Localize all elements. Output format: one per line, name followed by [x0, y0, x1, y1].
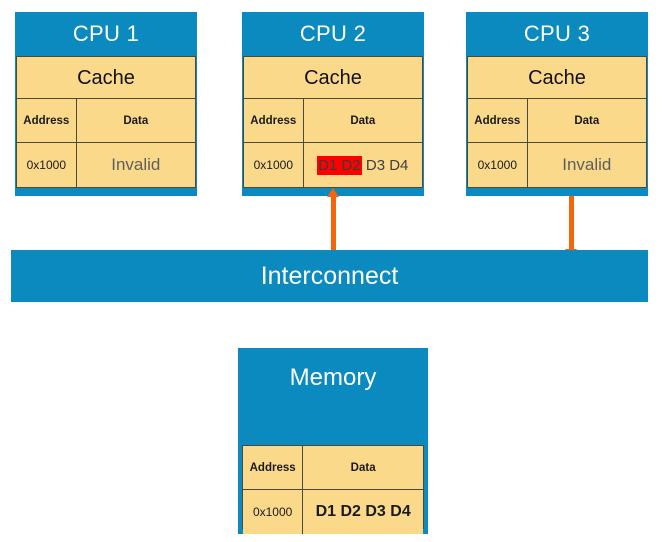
cpu-2-cache-table: Cache Address Data 0x1000 D1 D2 D3 D4: [243, 56, 423, 188]
cpu-block-1: CPU 1 Cache Address Data 0x1000 Invalid: [15, 12, 197, 196]
memory-data-value: D1 D2 D3 D4: [315, 503, 411, 520]
cpu-3-header-address: Address: [468, 99, 528, 142]
memory-header-data-text: Data: [350, 461, 376, 474]
cpu-2-header-row: Address Data: [244, 99, 422, 143]
cpu-1-data-value: Invalid: [111, 155, 161, 174]
memory-address-value: 0x1000: [252, 505, 293, 519]
cpu-3-cache-table: Cache Address Data 0x1000 Invalid: [467, 56, 647, 188]
cpu-3-header-address-text: Address: [474, 114, 521, 127]
cpu-2-address-value: 0x1000: [253, 158, 293, 172]
cpu-1-header-data: Data: [76, 99, 195, 142]
memory-header-address-text: Address: [249, 461, 296, 474]
cpu-2-header-data-text: Data: [350, 114, 376, 127]
cpu-2-data-row: 0x1000 D1 D2 D3 D4: [244, 143, 422, 187]
cpu-1-cell-data: Invalid: [76, 143, 195, 187]
cpu-3-cell-data: Invalid: [527, 143, 646, 187]
cpu-3-data-row: 0x1000 Invalid: [468, 143, 646, 187]
cpu-1-title: CPU 1: [72, 21, 140, 46]
cpu-1-header-row: Address Data: [17, 99, 195, 143]
cpu-2-cache-label: Cache: [304, 66, 362, 89]
memory-header-row: Address Data: [243, 446, 423, 490]
cpu-3-cache-label-row: Cache: [468, 57, 646, 99]
memory-cell-data: D1 D2 D3 D4: [303, 490, 423, 534]
cpu-1-data-row: 0x1000 Invalid: [17, 143, 195, 187]
cpu-2-data-plain: D3 D4: [361, 156, 409, 174]
cpu-3-header-data-text: Data: [574, 114, 600, 127]
cpu-3-header-row: Address Data: [468, 99, 646, 143]
cpu-1-cache-label: Cache: [77, 66, 135, 89]
cpu-1-header-address: Address: [17, 99, 77, 142]
interconnect-label: Interconnect: [260, 261, 399, 290]
memory-header-data: Data: [303, 446, 423, 489]
memory-title: Memory: [289, 364, 377, 391]
cpu-3-title: CPU 3: [523, 21, 591, 46]
cpu-1-cache-table: Cache Address Data 0x1000 Invalid: [16, 56, 196, 188]
cpu-1-cell-address: 0x1000: [17, 143, 77, 187]
arrow-head-up-icon: [327, 188, 339, 197]
cpu-1-address-value: 0x1000: [26, 158, 66, 172]
arrow-up-cpu2-to-interconnect: [327, 188, 339, 250]
memory-block: Memory Address Data 0x1000 D1 D2 D3 D4: [238, 348, 428, 534]
cpu-2-cell-address: 0x1000: [244, 143, 304, 187]
cpu-2-title: CPU 2: [299, 21, 367, 46]
cpu-3-cell-address: 0x1000: [468, 143, 528, 187]
cpu-1-header-address-text: Address: [23, 114, 70, 127]
memory-table: Address Data 0x1000 D1 D2 D3 D4: [242, 445, 424, 534]
cpu-3-data-value: Invalid: [562, 155, 612, 174]
cpu-2-data-highlight: D1 D2: [317, 155, 362, 175]
cpu-block-3: CPU 3 Cache Address Data 0x1000 Invalid: [466, 12, 648, 196]
cpu-2-header-address-text: Address: [250, 114, 297, 127]
cpu-2-cell-data: D1 D2 D3 D4: [303, 143, 422, 187]
cpu-2-header-data: Data: [303, 99, 422, 142]
cpu-2-cache-label-row: Cache: [244, 57, 422, 99]
cpu-1-header-data-text: Data: [123, 114, 149, 127]
cpu-3-cache-label: Cache: [528, 66, 586, 89]
memory-cell-address: 0x1000: [243, 490, 304, 534]
interconnect-bar: Interconnect: [11, 250, 648, 302]
cpu-3-address-value: 0x1000: [477, 158, 517, 172]
cpu-block-2: CPU 2 Cache Address Data 0x1000 D1 D2 D3…: [242, 12, 424, 196]
memory-header-address: Address: [243, 446, 304, 489]
arrow-down-cpu3-to-interconnect: [565, 196, 577, 258]
cpu-3-header-data: Data: [527, 99, 646, 142]
cpu-1-cache-label-row: Cache: [17, 57, 195, 99]
memory-data-row: 0x1000 D1 D2 D3 D4: [243, 490, 423, 534]
cpu-2-header-address: Address: [244, 99, 304, 142]
cpu-2-data-value: D1 D2 D3 D4: [317, 155, 409, 175]
